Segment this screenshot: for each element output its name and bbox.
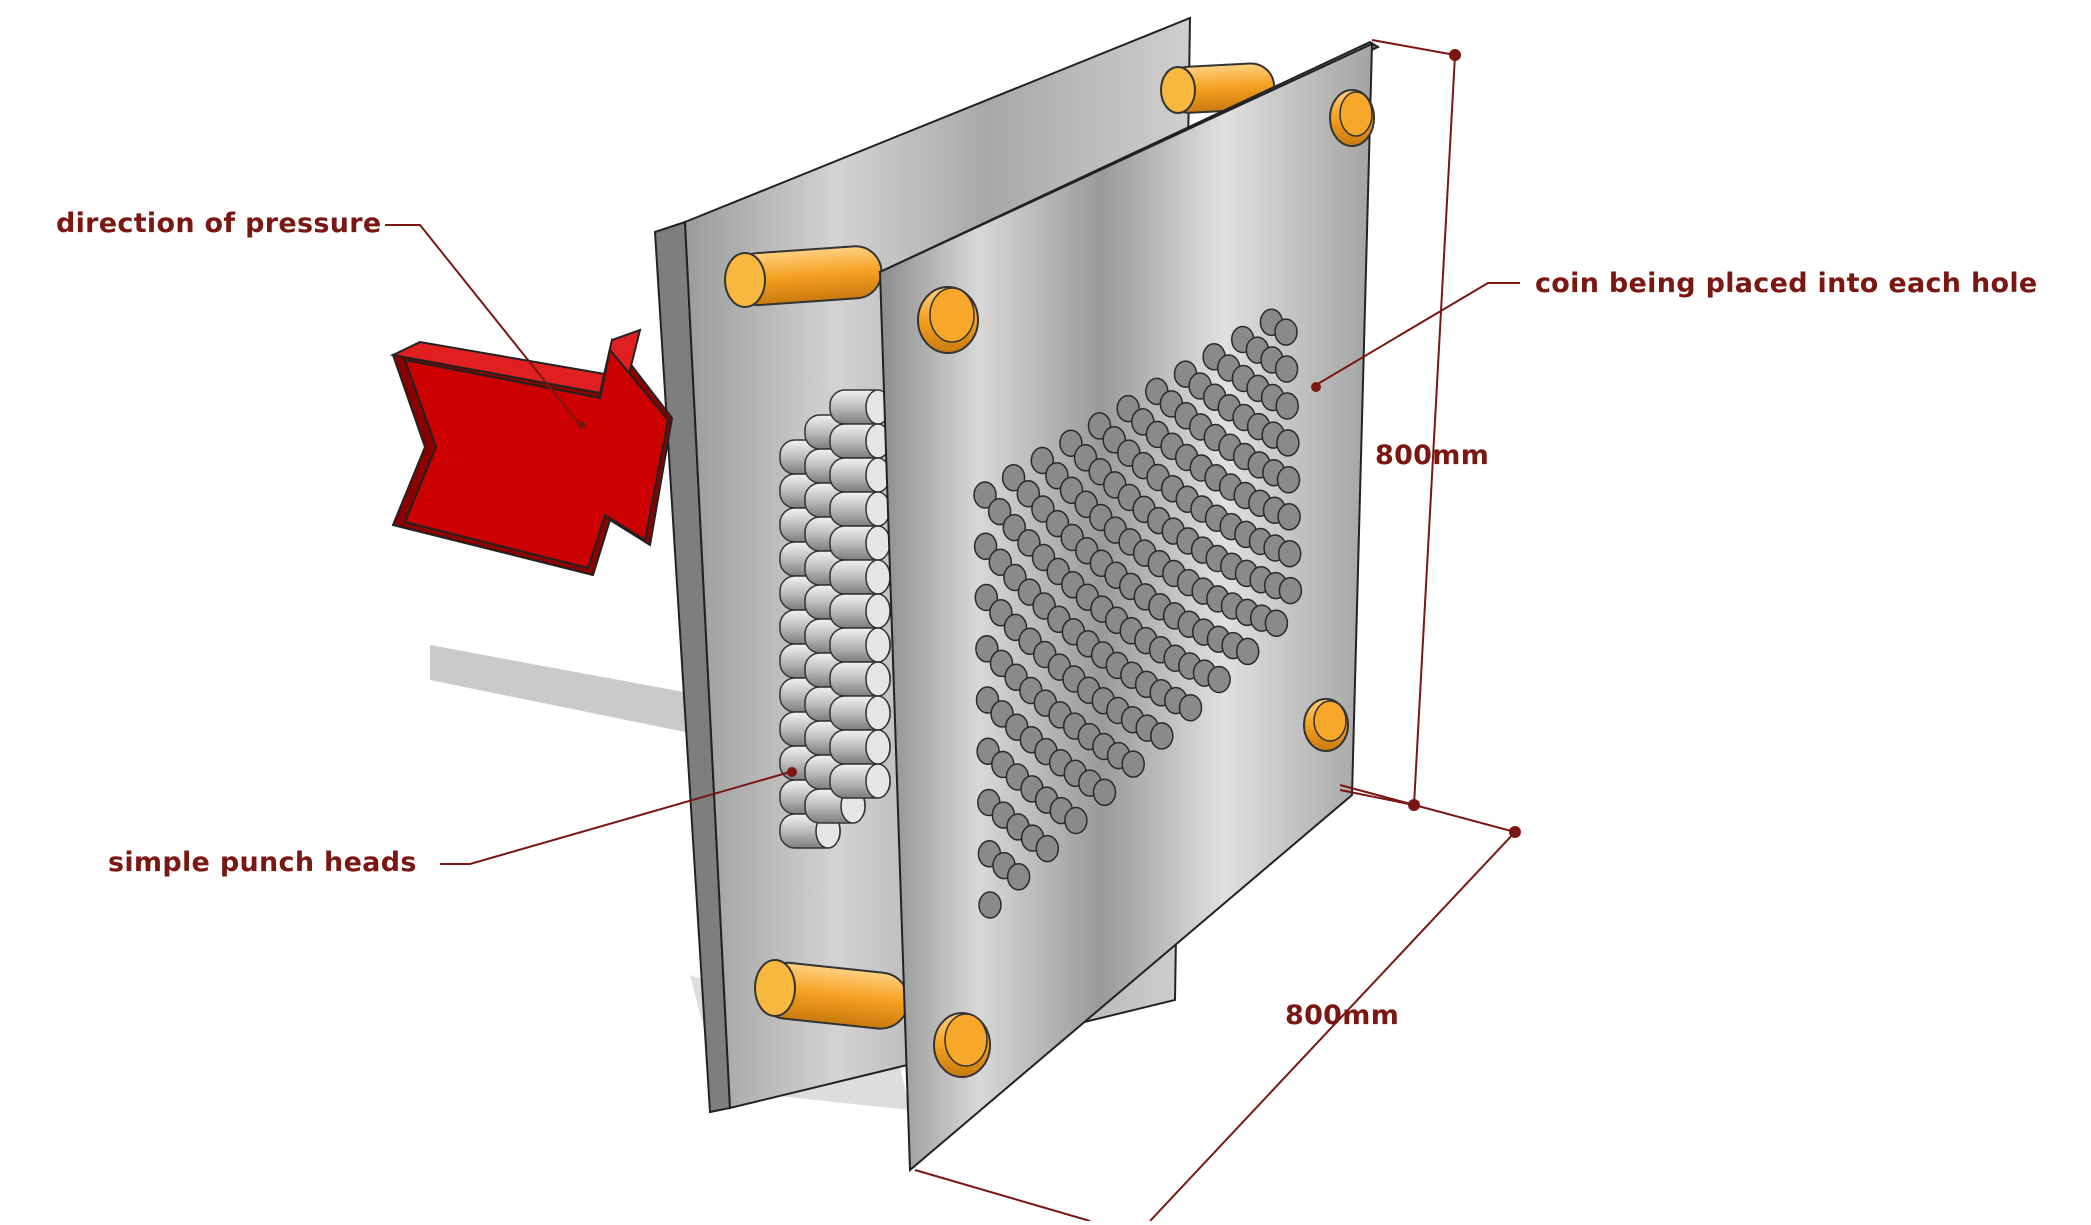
- coin-hole: [1276, 429, 1300, 457]
- punch-head-tip: [865, 593, 891, 629]
- punch-label: simple punch heads: [108, 847, 417, 878]
- coin-hole: [1277, 539, 1302, 568]
- coin-hole: [1274, 318, 1298, 346]
- coin-hole: [987, 497, 1012, 526]
- coin-hole: [1121, 750, 1145, 778]
- coin-hole: [1264, 609, 1289, 637]
- coin-hole: [1274, 355, 1299, 383]
- coin-hole: [978, 891, 1002, 919]
- coin-hole: [1278, 576, 1303, 605]
- punch-head-tip: [865, 491, 891, 527]
- leader-lines: [385, 39, 1521, 1222]
- coin-hole: [1207, 665, 1231, 694]
- coin-leader: [1315, 282, 1520, 386]
- coin-hole: [1006, 863, 1031, 891]
- coin-hole: [974, 583, 999, 612]
- punch-head-tip: [865, 559, 891, 595]
- coin-hole: [1016, 479, 1041, 508]
- coin-hole: [1235, 637, 1260, 666]
- coin-hole: [1035, 834, 1060, 863]
- width-dimension-line-2: [914, 1169, 1091, 1222]
- coin-hole: [1275, 392, 1299, 420]
- front-pin-caps: [917, 89, 1375, 1078]
- coin-label: coin being placed into each hole: [1535, 268, 2038, 299]
- pressure-leader: [385, 224, 581, 426]
- coin-hole-grid: [973, 308, 1303, 919]
- coin-hole: [988, 548, 1013, 576]
- coin-hole: [1276, 466, 1301, 494]
- coin-hole: [1002, 513, 1027, 542]
- punch-head-tip: [865, 763, 891, 799]
- punch-head-tip: [865, 729, 891, 765]
- punch-head-tip: [865, 525, 891, 561]
- coin-hole: [973, 481, 997, 509]
- pressure-arrow: [389, 328, 674, 577]
- pressure-label: direction of pressure: [56, 208, 382, 239]
- coin-hole: [1178, 693, 1203, 722]
- coin-hole: [1092, 778, 1117, 807]
- front-plate: [878, 42, 1374, 1173]
- width-dimension-label: 800mm: [1285, 1000, 1400, 1031]
- height-dimension-line: [1339, 39, 1457, 807]
- punch-head-tip: [865, 661, 891, 697]
- punch-head-tip: [865, 627, 891, 663]
- coin-hole: [1064, 806, 1088, 835]
- punch-head-tip: [865, 695, 891, 731]
- coin-hole: [1150, 722, 1174, 750]
- arrow-shadow: [430, 645, 700, 735]
- coin-hole: [1001, 463, 1026, 492]
- coin-hole: [973, 532, 998, 561]
- coin-hole: [1277, 503, 1301, 531]
- punch-heads: [779, 389, 891, 849]
- punch-leader: [440, 771, 791, 865]
- height-dimension-label: 800mm: [1375, 440, 1490, 471]
